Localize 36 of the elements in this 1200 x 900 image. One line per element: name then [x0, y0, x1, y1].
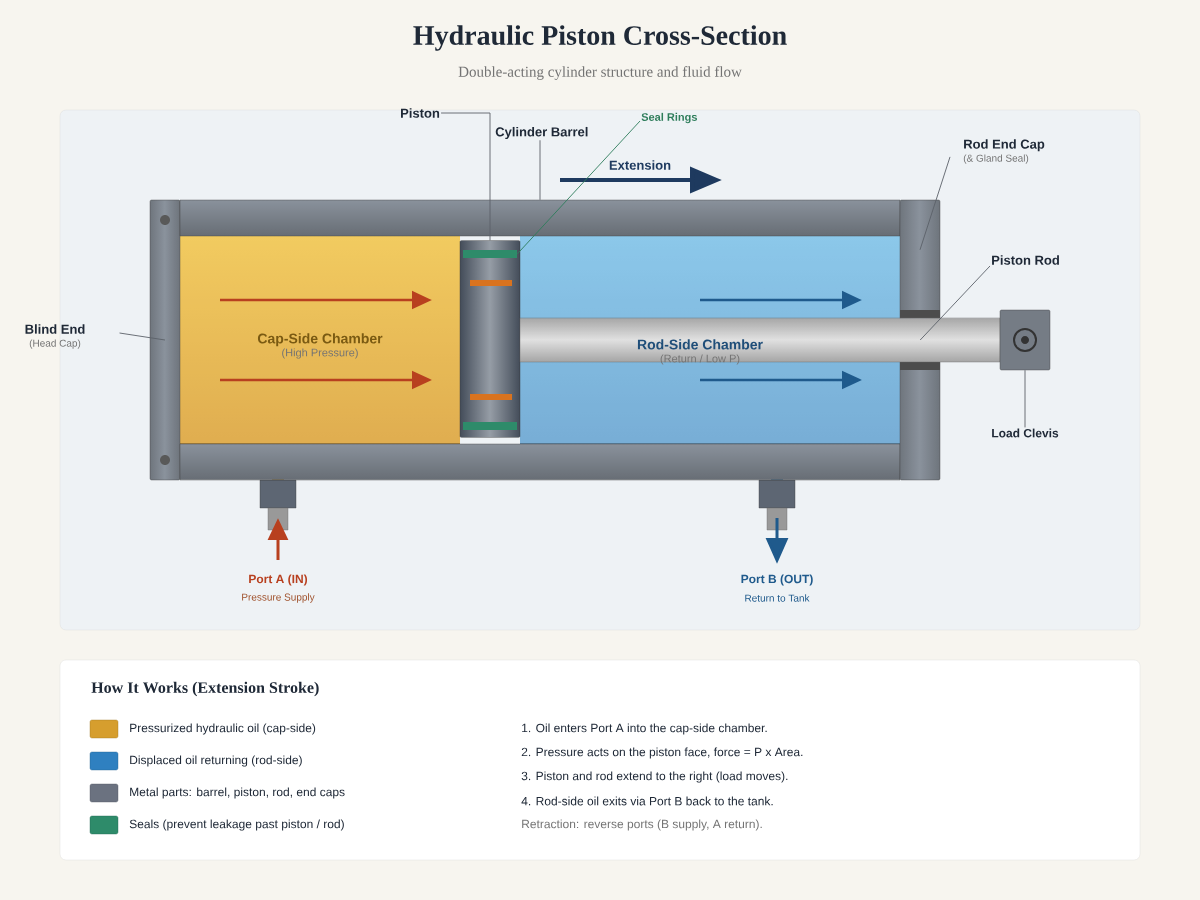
legend-text: Pressurized hydraulic oil (cap-side) [130, 723, 316, 735]
seal-ring [463, 250, 517, 258]
part-label: Blind End (Head Cap) [25, 324, 85, 349]
part-label: Load Clevis [992, 428, 1059, 438]
leader-line [919, 156, 951, 251]
piston-rod [519, 317, 1001, 363]
leader-line [1024, 369, 1026, 428]
legend-text: Metal parts: barrel, piston, rod, end caps [130, 787, 345, 799]
legend-text: Displaced oil returning (rod-side) [130, 755, 302, 767]
legend-text: Seals (prevent leakage past piston / rod) [129, 819, 344, 831]
part-label: Piston Rod [992, 255, 1059, 265]
part-label: Cylinder Barrel [495, 126, 588, 140]
step-text: 4. Rod-side oil exits via Port B back to the tank. [521, 796, 773, 806]
blind-end-cap [149, 199, 181, 481]
part-label: Piston [401, 108, 440, 118]
note-text: Retraction: reverse ports (B supply, A return). [522, 819, 762, 831]
step-text: 3. Piston and rod extend to the right (load moves). [521, 771, 788, 783]
port-label: Port B (OUT) [741, 574, 813, 586]
port-label: Port A (IN) [249, 574, 308, 586]
leader-line [119, 332, 166, 341]
port-caption: Return to Tank [745, 594, 810, 602]
leader-line [539, 139, 541, 201]
leader-line [440, 112, 491, 241]
chamber-label: Cap-Side Chamber (High Pressure) [257, 333, 383, 359]
direction-label: Extension [609, 160, 671, 170]
step-text: 1. Oil enters Port A into the cap-side chamber. [522, 723, 767, 735]
load-clevis [999, 309, 1051, 371]
port-caption: Pressure Supply [242, 593, 315, 603]
leader-line [516, 120, 641, 255]
subtitle: Double-acting cylinder structure and fluid flow [458, 66, 742, 80]
step-text: 2. Pressure acts on the piston face, force = P x Area. [521, 747, 803, 759]
part-label: Rod End Cap (& Gland Seal) [963, 139, 1045, 164]
leader-line [919, 265, 991, 341]
part-label: Seal Rings [641, 112, 697, 124]
title: Hydraulic Piston Cross-Section [413, 25, 787, 51]
legend-heading: How It Works (Extension Stroke) [91, 681, 319, 697]
